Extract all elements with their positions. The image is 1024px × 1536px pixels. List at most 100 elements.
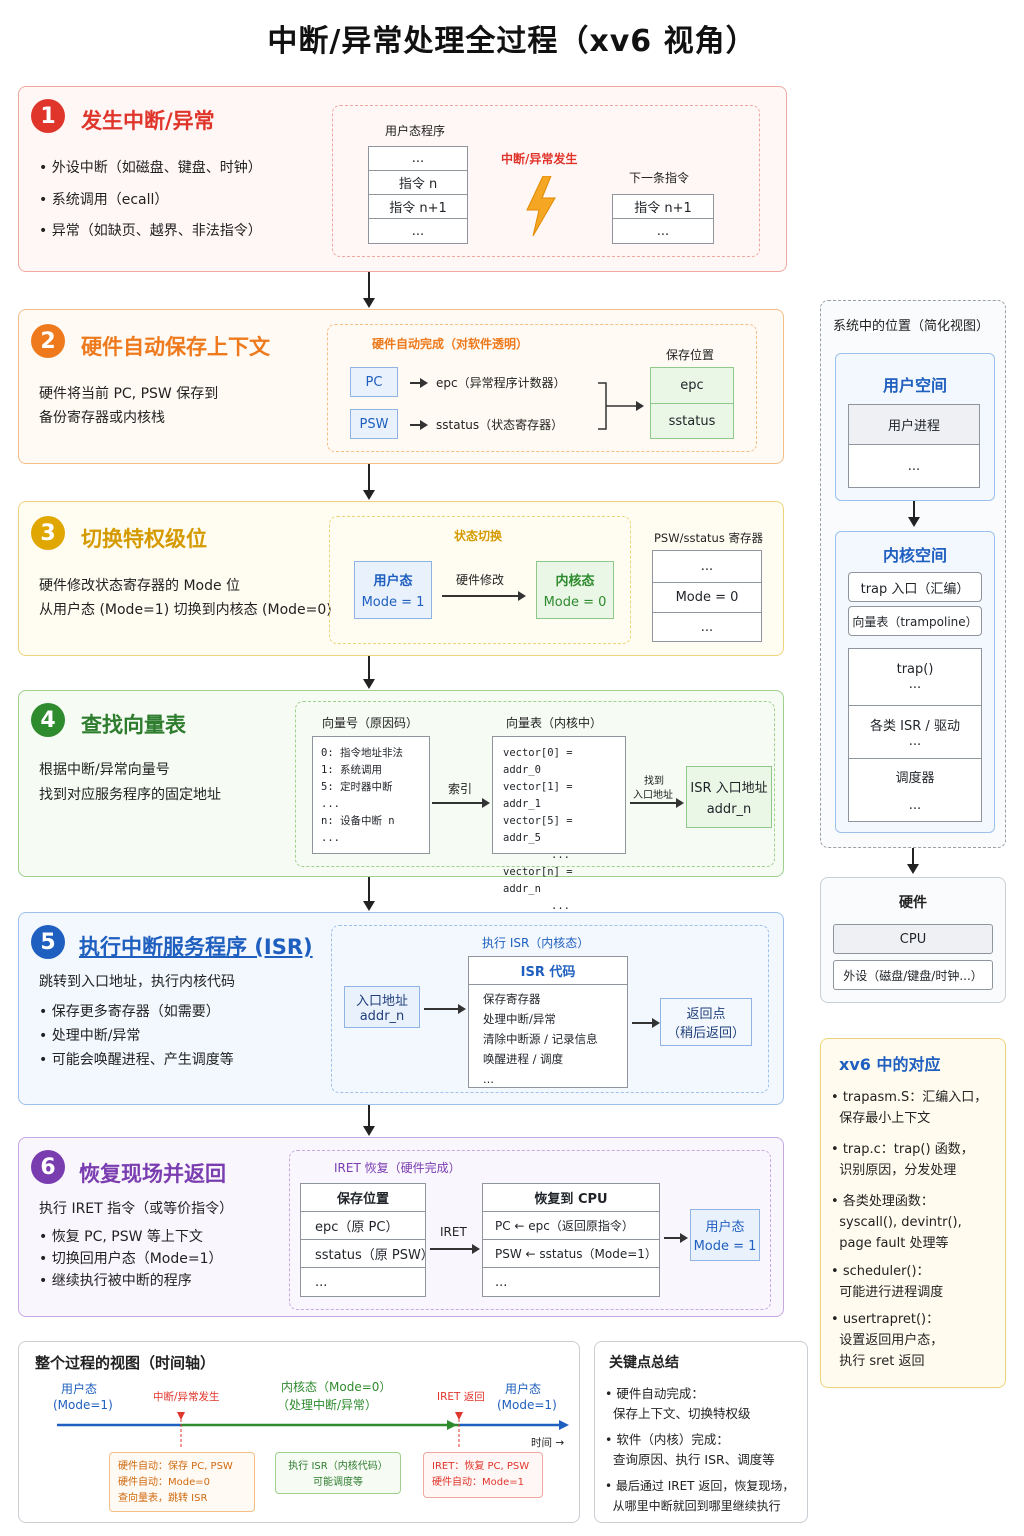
step1-bullet: • 外设中断（如磁盘、键盘、时钟） <box>39 160 262 176</box>
summary-title: 关键点总结 <box>609 1355 679 1371</box>
step5-panel: 5 执行中断服务程序 (ISR) 跳转到入口地址，执行内核代码 • 保存更多寄存… <box>18 912 784 1105</box>
restore-cpu-box: 恢复到 CPU PC ← epc（返回原指令） PSW ← sstatus（Mo… <box>482 1183 660 1297</box>
step1-title: 发生中断/异常 <box>81 109 215 133</box>
step2-desc: 备份寄存器或内核栈 <box>39 410 165 426</box>
stack-cell: sstatus <box>668 413 716 429</box>
isr-code-title: ISR 代码 <box>469 957 627 985</box>
vector-number-line: 5: 定时器中断 <box>321 781 393 793</box>
step5-bullet: • 处理中断/异常 <box>39 1028 141 1044</box>
step6-panel: 6 恢复现场并返回 执行 IRET 指令（或等价指令） • 恢复 PC, PSW… <box>18 1137 784 1317</box>
stack-cell: ... <box>315 1274 328 1290</box>
arrow <box>442 592 526 600</box>
stack-cell: Mode = 0 <box>653 583 761 613</box>
step1-bullet: • 异常（如缺页、越界、非法指令） <box>39 223 262 239</box>
summary-item: • 硬件自动完成： 保存上下文、切换特权级 <box>605 1386 751 1421</box>
step4-title: 查找向量表 <box>81 713 186 737</box>
xv6-item: • trapasm.S：汇编入口， 保存最小上下文 <box>831 1090 988 1126</box>
stack-cell: 指令 n+1 <box>613 195 713 219</box>
save-location-label: 保存位置 <box>666 348 715 362</box>
vector-number-line: ... <box>321 798 340 810</box>
iret-restore-label: IRET 恢复（硬件完成） <box>334 1161 461 1175</box>
step1-panel: 1 发生中断/异常 • 外设中断（如磁盘、键盘、时钟） • 系统调用（ecall… <box>18 86 787 272</box>
arrow <box>432 799 490 807</box>
step3-panel: 3 切换特权级位 硬件修改状态寄存器的 Mode 位 从用户态 (Mode=1)… <box>18 501 784 656</box>
step2-number: 2 <box>31 324 65 358</box>
flow-arrow <box>363 877 375 911</box>
step4-desc: 找到对应服务程序的固定地址 <box>39 787 221 803</box>
vector-number-title: 向量号（原因码） <box>322 716 419 730</box>
step6-diagram: IRET 恢复（硬件完成） 保存位置 epc（原 PC） sstatus（原 P… <box>289 1150 771 1310</box>
note-line: 可能调度等 <box>313 1477 363 1488</box>
note-line: 硬件自动：保存 PC, PSW <box>118 1461 233 1472</box>
entry-address-label: 入口地址 <box>355 994 408 1009</box>
sstatus-desc: sstatus（状态寄存器） <box>436 418 564 432</box>
entry-address-box: 入口地址 addr_n <box>344 986 420 1028</box>
isr-code-lines: 保存寄存器 处理中断/异常 清除中断源 / 记录信息 唤醒进程 / 调度 ... <box>469 985 627 1093</box>
timeline-note-isr: 执行 ISR（内核代码） 可能调度等 <box>275 1452 401 1494</box>
saved-location-title: 保存位置 <box>301 1184 425 1212</box>
vector-table-line: vector[n] = addr_n <box>503 866 573 895</box>
vector-table-title: 向量表（内核中） <box>506 716 603 730</box>
system-position-panel: 系统中的位置（简化视图） 用户空间 用户进程 ... 内核空间 trap 入口（… <box>820 300 1006 848</box>
state-switch-label: 状态切换 <box>454 529 503 543</box>
step3-title: 切换特权级位 <box>81 527 207 551</box>
user-mode-box: 用户态 Mode = 1 <box>354 561 432 619</box>
xv6-item: • usertrapret()： 设置返回用户态， 执行 sret 返回 <box>831 1312 944 1369</box>
next-instruction-stack: 指令 n+1 ... <box>612 194 714 244</box>
user-mode-title: 用户态 <box>705 1220 745 1235</box>
step6-bullet: • 恢复 PC, PSW 等上下文 <box>39 1229 203 1245</box>
step6-title: 恢复现场并返回 <box>79 1162 226 1186</box>
step6-desc: 执行 IRET 指令（或等价指令） <box>39 1201 234 1217</box>
user-space-box: 用户空间 用户进程 ... <box>835 353 995 501</box>
isr-code-line: 清除中断源 / 记录信息 <box>483 1032 598 1046</box>
epc-desc: epc（异常程序计数器） <box>436 376 566 390</box>
save-stack: epc sstatus <box>650 367 734 439</box>
stack-cell: ... <box>369 147 467 171</box>
page-title: 中断/异常处理全过程（xv6 视角） <box>267 24 757 59</box>
vector-table-line: vector[0] = addr_0 <box>503 747 573 776</box>
step6-bullet: • 继续执行被中断的程序 <box>39 1273 192 1289</box>
restore-cpu-title: 恢复到 CPU <box>483 1184 659 1212</box>
timeline-user-mode: (Mode=1) <box>53 1398 113 1412</box>
cpu-box: CPU <box>833 924 993 954</box>
flow-arrow <box>363 272 375 308</box>
vector-number-line: ... <box>321 832 340 844</box>
arrow <box>410 379 428 387</box>
step5-desc: 跳转到入口地址，执行内核代码 <box>39 974 235 990</box>
exec-isr-label: 执行 ISR（内核态） <box>482 936 590 950</box>
vector-table-line: ... <box>551 900 570 912</box>
stack-cell-text: ... <box>908 734 922 749</box>
stack-cell: epc <box>651 368 733 404</box>
note-line: 硬件自动：Mode=1 <box>432 1477 524 1488</box>
user-mode-value: Mode = 1 <box>361 595 425 610</box>
note-line: 查向量表，跳转 ISR <box>118 1493 208 1504</box>
xv6-item: • 各类处理函数： syscall(), devintr(), page fau… <box>831 1194 962 1251</box>
saved-location-box: 保存位置 epc（原 PC） sstatus（原 PSW） ... <box>300 1183 434 1297</box>
timeline-user2-mode: (Mode=1) <box>497 1398 557 1412</box>
stack-cell: ... <box>656 223 670 239</box>
timeline-kernel-label: 内核态（Mode=0） <box>281 1380 392 1394</box>
timeline-iret-label: IRET 返回 <box>437 1391 485 1403</box>
kernel-space-box: 内核空间 trap 入口（汇编） 向量表（trampoline） trap() … <box>835 531 995 833</box>
flow-arrow <box>363 1105 375 1136</box>
hardware-title: 硬件 <box>899 895 927 911</box>
timeline-note-iret: IRET：恢复 PC, PSW 硬件自动：Mode=1 <box>423 1452 543 1498</box>
stack-cell: ... <box>411 223 425 239</box>
timeline-event-label: 中断/异常发生 <box>153 1391 220 1403</box>
stack-cell: 用户进程 <box>849 405 979 445</box>
step4-number: 4 <box>31 703 65 737</box>
summary-panel: 关键点总结 • 硬件自动完成： 保存上下文、切换特权级 • 软件（内核）完成： … <box>594 1341 808 1523</box>
kernel-space-title: 内核空间 <box>882 546 947 565</box>
vector-table-line: ... <box>551 849 570 861</box>
step4-desc: 根据中断/异常向量号 <box>39 762 170 778</box>
xv6-item: • trap.c：trap() 函数， 识别原因，分发处理 <box>831 1142 974 1178</box>
stack-cell: ... <box>653 551 761 583</box>
step1-bullet: • 系统调用（ecall） <box>39 192 169 208</box>
hw-auto-label: 硬件自动完成（对软件透明） <box>372 337 529 351</box>
step2-title: 硬件自动保存上下文 <box>81 335 270 359</box>
stack-cell: PC ← epc（返回原指令） <box>483 1212 659 1240</box>
arrow <box>630 799 684 807</box>
kernel-code-stack: trap() ... 各类 ISR / 驱动 ... 调度器 ... <box>848 648 982 822</box>
stack-cell-text: trap() <box>896 662 934 677</box>
stack-cell: 指令 n <box>369 171 467 195</box>
